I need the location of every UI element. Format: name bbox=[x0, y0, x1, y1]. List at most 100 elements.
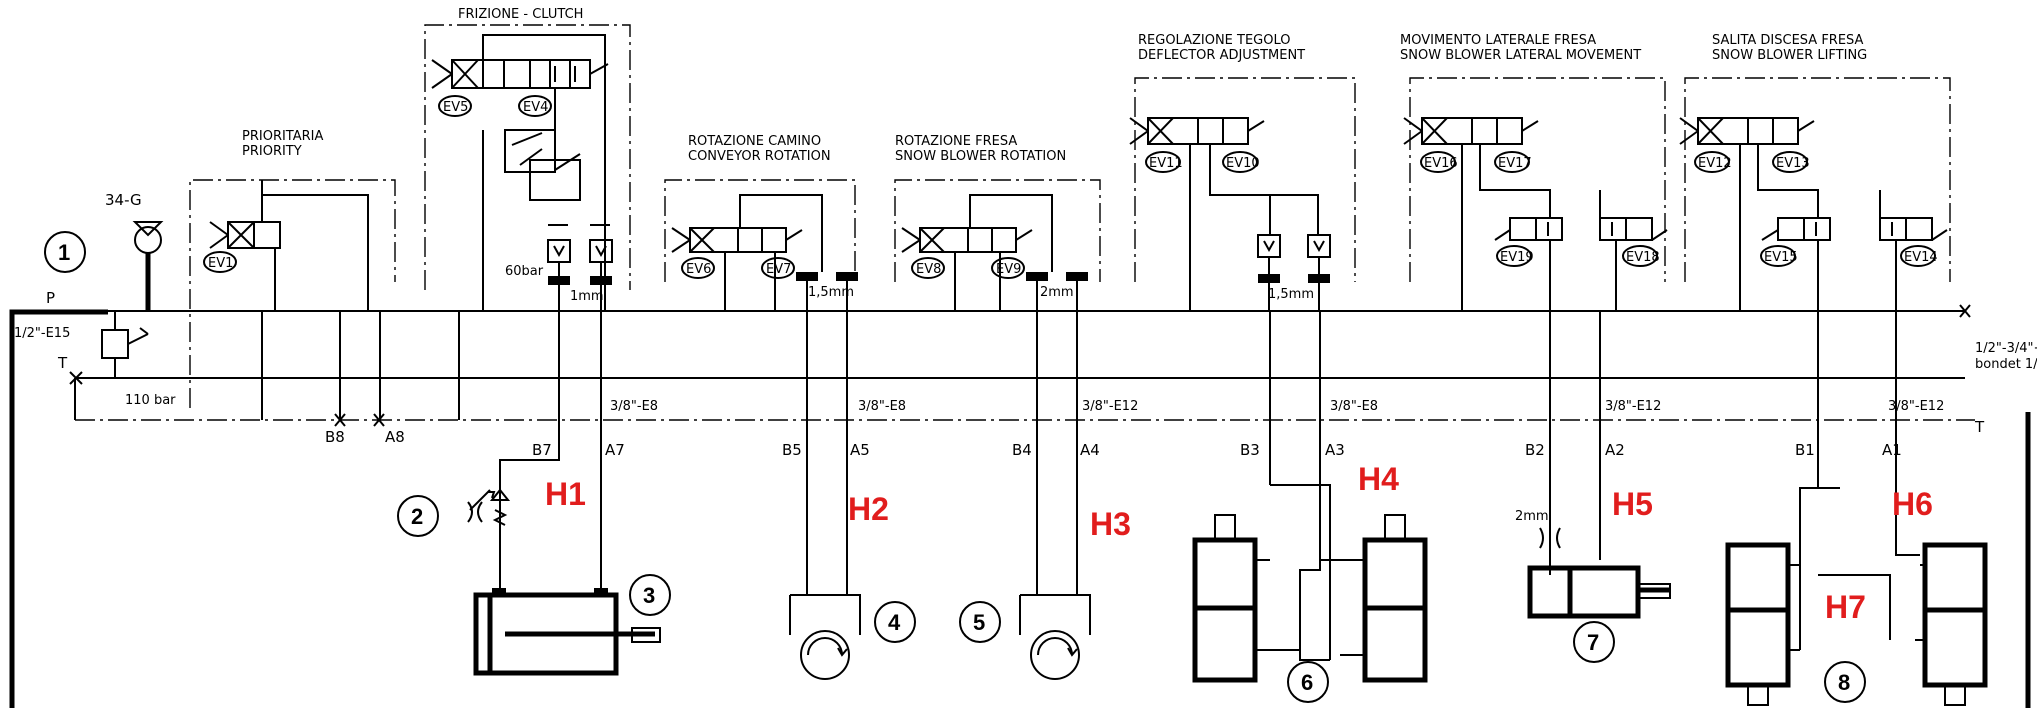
valve-ev18-label: EV18 bbox=[1626, 250, 1660, 265]
lifting-title-it: SALITA DISCESA FRESA bbox=[1712, 33, 1864, 48]
line-size-lateral: 3/8"-E12 bbox=[1605, 399, 1661, 414]
outlet-tank-label: T bbox=[1974, 418, 1985, 436]
hose-label-h1: H1 bbox=[545, 476, 586, 512]
callout-7: 7 bbox=[1587, 630, 1599, 655]
line-size-lifting: 3/8"-E12 bbox=[1888, 399, 1944, 414]
port-a1: A1 bbox=[1882, 441, 1902, 459]
outlet-group: 1/2"-3/4"+ bondet 1/ T bbox=[1974, 341, 2037, 436]
valve-ev10-label: EV10 bbox=[1226, 156, 1260, 171]
clutch-cylinder-group: B7 A7 3/8"-E8 2 3 bbox=[397, 399, 671, 676]
valve-ev14-label: EV14 bbox=[1904, 250, 1938, 265]
hose-label-h4: H4 bbox=[1358, 461, 1399, 497]
valve-ev12-label: EV12 bbox=[1698, 156, 1732, 171]
callout-1-circle bbox=[44, 231, 86, 273]
callout-8-circle bbox=[1824, 661, 1866, 703]
callout-8: 8 bbox=[1838, 670, 1850, 695]
pressure-port-label: P bbox=[46, 289, 55, 307]
callout-2: 2 bbox=[411, 504, 423, 529]
port-b1: B1 bbox=[1795, 441, 1815, 459]
port-a8: A8 bbox=[385, 428, 405, 446]
deflector-title-it: REGOLAZIONE TEGOLO bbox=[1138, 33, 1291, 48]
port-b8: B8 bbox=[325, 428, 345, 446]
callout-4-circle bbox=[874, 601, 916, 643]
deflector-orifice: 1,5mm bbox=[1268, 287, 1314, 302]
line-size-blower: 3/8"-E12 bbox=[1082, 399, 1138, 414]
blower-motor-icon bbox=[1030, 630, 1080, 680]
lateral-cylinder bbox=[1527, 565, 1641, 619]
callout-7-circle bbox=[1573, 621, 1615, 663]
callout-4: 4 bbox=[888, 610, 901, 635]
callout-5: 5 bbox=[973, 610, 985, 635]
valve-ev16-label: EV16 bbox=[1424, 156, 1458, 171]
relief-setting-label: 110 bar bbox=[125, 393, 176, 408]
callout-6-circle bbox=[1287, 661, 1329, 703]
port-a3: A3 bbox=[1325, 441, 1345, 459]
callout-6: 6 bbox=[1301, 670, 1313, 695]
hose-label-h7: H7 bbox=[1825, 589, 1866, 625]
conveyor-title-en: CONVEYOR ROTATION bbox=[688, 149, 831, 164]
outlet-size: 1/2"-3/4"+ bbox=[1975, 341, 2037, 356]
clutch-pressure-label: 60bar bbox=[505, 264, 544, 279]
hose-label-h2: H2 bbox=[848, 491, 889, 527]
clutch-section: EV5 EV4 60bar 1mm bbox=[431, 34, 613, 420]
port-b4: B4 bbox=[1012, 441, 1032, 459]
line-size-deflector: 3/8"-E8 bbox=[1330, 399, 1378, 414]
port-b2: B2 bbox=[1525, 441, 1545, 459]
tank-port-label: T bbox=[57, 354, 68, 372]
deflector-section: EV11 EV10 1,5mm B3 A3 3/8"-E8 6 bbox=[1129, 117, 1428, 703]
hose-label-h6: H6 bbox=[1892, 486, 1933, 522]
line-size-clutch: 3/8"-E8 bbox=[610, 399, 658, 414]
blower-rotation-title-en: SNOW BLOWER ROTATION bbox=[895, 149, 1066, 164]
conveyor-section: EV6 EV7 1,5mm B5 A5 3/8"-E8 4 bbox=[671, 194, 916, 680]
lifting-cylinder-right bbox=[1922, 542, 1988, 688]
callout-2-circle bbox=[397, 495, 439, 537]
valve-ev13-label: EV13 bbox=[1776, 156, 1810, 171]
lateral-section: EV16 EV17 EV19 EV18 B2 A2 3/8"-E12 2mm 7 bbox=[1403, 117, 1671, 663]
gauge-icon bbox=[134, 226, 162, 254]
hose-label-h5: H5 bbox=[1612, 486, 1653, 522]
section-enclosures bbox=[75, 24, 1975, 421]
valve-ev9-label: EV9 bbox=[996, 262, 1021, 277]
callout-3-circle bbox=[629, 574, 671, 616]
valve-ev11-label: EV11 bbox=[1149, 156, 1183, 171]
hose-labels: H1 H2 H3 H4 H5 H6 H7 bbox=[545, 461, 1933, 625]
lifting-section: EV12 EV13 EV15 EV14 B1 A1 3/8"-E12 8 bbox=[1679, 117, 1988, 706]
valve-ev4-label: EV4 bbox=[523, 100, 548, 115]
conveyor-title-it: ROTAZIONE CAMINO bbox=[688, 134, 821, 149]
valve-ev17-label: EV17 bbox=[1498, 156, 1532, 171]
outlet-note: bondet 1/ bbox=[1975, 357, 2037, 372]
callout-5-circle bbox=[959, 601, 1001, 643]
relief-valve-icon bbox=[101, 329, 129, 359]
priority-title-en: PRIORITY bbox=[242, 144, 302, 159]
lifting-title-en: SNOW BLOWER LIFTING bbox=[1712, 48, 1867, 63]
clutch-title: FRIZIONE - CLUTCH bbox=[458, 7, 583, 22]
blower-rotation-section: EV8 EV9 2mm B4 A4 3/8"-E12 5 bbox=[901, 194, 1138, 680]
lateral-title-en: SNOW BLOWER LATERAL MOVEMENT bbox=[1400, 48, 1641, 63]
port-b3: B3 bbox=[1240, 441, 1260, 459]
port-a7: A7 bbox=[605, 441, 625, 459]
conveyor-orifice: 1,5mm bbox=[808, 285, 854, 300]
relief-valve-label: 34-G bbox=[105, 191, 142, 209]
port-a4: A4 bbox=[1080, 441, 1100, 459]
inlet-group: 1 P 1/2"-E15 T 34-G 110 bar bbox=[14, 191, 176, 408]
lateral-orifice: 2mm bbox=[1515, 509, 1549, 524]
valve-ev6-label: EV6 bbox=[686, 262, 711, 277]
lateral-title-it: MOVIMENTO LATERALE FRESA bbox=[1400, 33, 1596, 48]
clutch-orifice: 1mm bbox=[570, 289, 604, 304]
port-b7: B7 bbox=[532, 441, 552, 459]
line-size-conveyor: 3/8"-E8 bbox=[858, 399, 906, 414]
priority-section: EV1 B8 A8 bbox=[203, 180, 405, 446]
valve-ev8-label: EV8 bbox=[916, 262, 941, 277]
valve-ev15-label: EV15 bbox=[1764, 250, 1798, 265]
main-lines bbox=[9, 304, 2031, 708]
hose-label-h3: H3 bbox=[1090, 506, 1131, 542]
port-b5: B5 bbox=[782, 441, 802, 459]
valve-ev5-label: EV5 bbox=[443, 100, 468, 115]
callout-1: 1 bbox=[58, 240, 70, 265]
callout-3: 3 bbox=[643, 583, 655, 608]
section-titles: PRIORITARIA PRIORITY FRIZIONE - CLUTCH R… bbox=[242, 7, 1867, 164]
port-a5: A5 bbox=[850, 441, 870, 459]
gauge-top bbox=[132, 221, 164, 237]
valve-ev4-body bbox=[529, 59, 591, 89]
